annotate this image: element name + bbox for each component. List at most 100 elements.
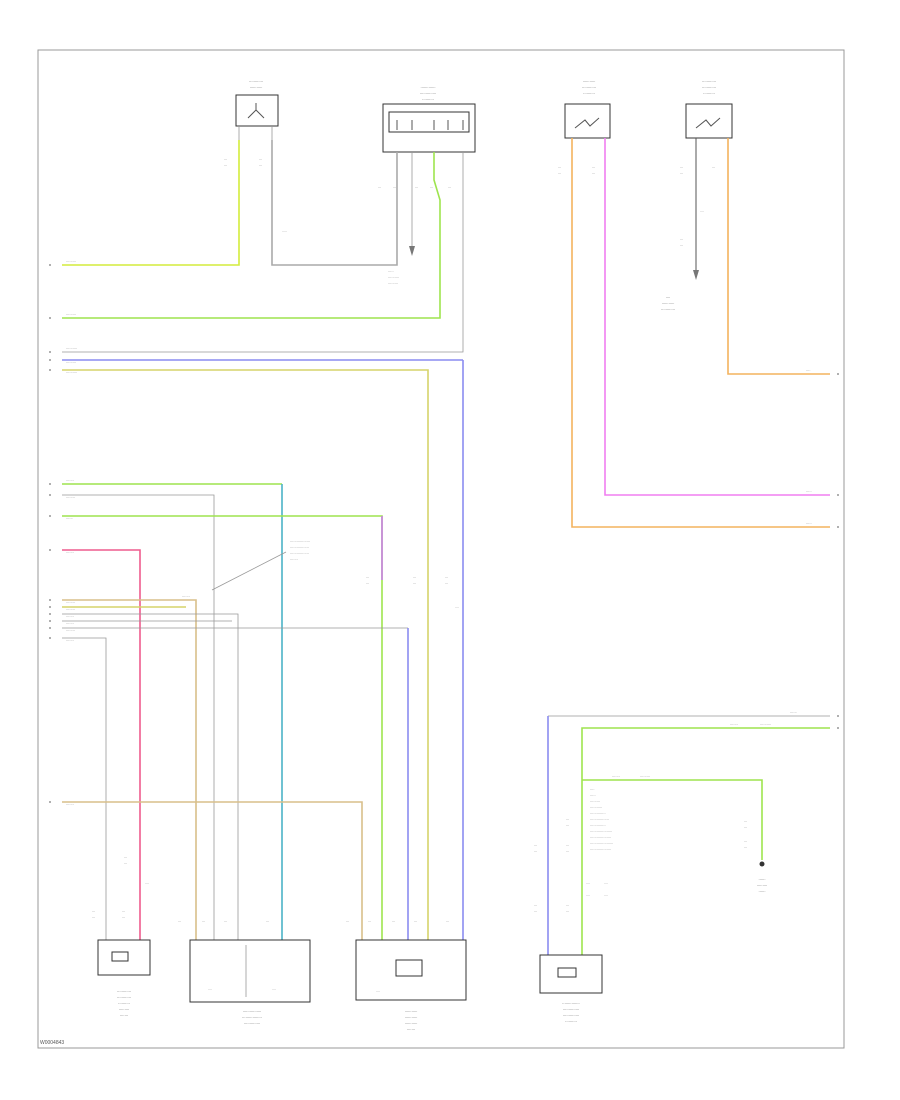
svg-text:...: ... xyxy=(566,822,569,827)
svg-text:...: ... xyxy=(430,184,433,189)
svg-text:...: ... xyxy=(712,164,715,169)
svg-text:...: ... xyxy=(534,842,537,847)
svg-text:...: ... xyxy=(534,848,537,853)
bottom-module-1: ... ... ... ... ............ ...........… xyxy=(92,908,151,1017)
svg-text:...: ... xyxy=(414,918,417,923)
svg-text:........: ........ xyxy=(66,494,75,499)
svg-text:.......: ....... xyxy=(66,613,74,618)
svg-text:...........: ........... xyxy=(405,1020,418,1025)
svg-text:...: ... xyxy=(445,574,448,579)
svg-text:...: ... xyxy=(346,918,349,923)
svg-text:.................: ................. xyxy=(290,544,309,549)
svg-text:...........: ........... xyxy=(250,84,263,89)
svg-text:...: ... xyxy=(392,918,395,923)
svg-text:...........: ........... xyxy=(583,78,596,83)
svg-text:................: ................ xyxy=(243,1008,262,1013)
svg-text:...: ... xyxy=(124,860,127,865)
top-connector: ............. .............. .......... xyxy=(382,84,476,153)
connector-icon xyxy=(388,111,470,133)
svg-text:.........: ......... xyxy=(66,258,76,263)
svg-text:.....: ..... xyxy=(806,488,812,493)
diagram-frame xyxy=(37,49,845,1049)
right-pin-markers xyxy=(837,373,839,729)
svg-text:....: .... xyxy=(272,987,276,991)
svg-text:.......: ....... xyxy=(66,801,74,806)
svg-text:...: ... xyxy=(202,918,205,923)
svg-text:.....: ..... xyxy=(282,229,287,233)
svg-text:..........: .......... xyxy=(66,369,77,374)
svg-text:...: ... xyxy=(744,844,747,849)
svg-text:...: ... xyxy=(566,848,569,853)
svg-text:.........: ......... xyxy=(66,311,76,316)
svg-text:....: .... xyxy=(586,881,590,885)
svg-text:...: ... xyxy=(224,156,227,161)
svg-text:...........: ........... xyxy=(405,1008,418,1013)
left-pin-markers xyxy=(49,264,51,803)
svg-text:.......: ....... xyxy=(612,773,620,778)
svg-text:..............: .............. xyxy=(590,822,606,827)
footer-code: W0004843 xyxy=(40,1040,64,1046)
svg-text:...: ... xyxy=(122,914,125,919)
svg-text:....: .... xyxy=(700,209,704,213)
svg-text:......: ...... xyxy=(790,709,797,714)
svg-text:.........: ......... xyxy=(757,882,767,887)
svg-text:.........: ......... xyxy=(66,359,76,364)
svg-text:...........: ........... xyxy=(662,300,675,305)
svg-text:.........: ......... xyxy=(640,773,650,778)
svg-text:...: ... xyxy=(680,236,683,241)
svg-text:...: ... xyxy=(445,580,448,585)
svg-text:..........: .......... xyxy=(118,1000,130,1005)
svg-text:..........: .......... xyxy=(760,721,771,726)
svg-text:...: ... xyxy=(744,838,747,843)
svg-text:...: ... xyxy=(124,854,127,859)
svg-text:...........: ........... xyxy=(590,804,602,809)
svg-text:...: ... xyxy=(366,580,369,585)
svg-text:....: .... xyxy=(590,786,594,791)
svg-text:...: ... xyxy=(680,242,683,247)
svg-text:...: ... xyxy=(393,184,396,189)
svg-text:............: ............ xyxy=(661,306,675,311)
svg-text:..............: .............. xyxy=(420,90,436,95)
top-switch-1: ............ ........... xyxy=(235,78,279,140)
svg-text:............: ............ xyxy=(117,988,131,993)
module-icon xyxy=(97,939,151,976)
svg-text:...: ... xyxy=(592,164,595,169)
svg-text:............: ............ xyxy=(702,84,716,89)
svg-text:...: ... xyxy=(368,918,371,923)
svg-text:..........: .......... xyxy=(388,274,399,279)
svg-text:...: ... xyxy=(413,574,416,579)
svg-text:...: ... xyxy=(366,574,369,579)
svg-text:...: ... xyxy=(558,170,561,175)
svg-text:...: ... xyxy=(534,908,537,913)
svg-text:..........: .......... xyxy=(422,96,434,101)
svg-text:...: ... xyxy=(566,902,569,907)
svg-text:.....: ..... xyxy=(388,268,394,273)
svg-text:.......: ....... xyxy=(182,593,190,598)
svg-text:............: ............ xyxy=(249,78,263,83)
svg-text:..........: .......... xyxy=(565,1018,577,1023)
svg-text:...........: ........... xyxy=(405,1014,418,1019)
svg-text:.................: ................. xyxy=(290,550,309,555)
svg-text:.....: ..... xyxy=(590,792,596,797)
svg-text:.........: ......... xyxy=(388,280,398,285)
svg-text:......: ...... xyxy=(66,515,73,520)
svg-text:........: ........ xyxy=(66,627,75,632)
bottom-module-3: ... ... ... ... ... .... ........... ...… xyxy=(346,918,467,1031)
svg-text:.........: ......... xyxy=(590,798,600,803)
svg-text:....: .... xyxy=(806,367,810,372)
svg-text:...: ... xyxy=(92,908,95,913)
right-annotation: .... ..... ......... ........... .......… xyxy=(590,786,613,851)
svg-text:...: ... xyxy=(92,914,95,919)
svg-text:...: ... xyxy=(534,902,537,907)
svg-text:..............: .............. xyxy=(563,1006,579,1011)
svg-text:....: .... xyxy=(455,605,459,609)
svg-text:.......: ....... xyxy=(66,477,74,482)
svg-text:....: .... xyxy=(604,893,608,897)
svg-text:..............: .............. xyxy=(244,1020,260,1025)
svg-text:...: ... xyxy=(122,908,125,913)
svg-text:....: .... xyxy=(604,881,608,885)
svg-text:..............: .............. xyxy=(590,810,606,815)
svg-text:...: ... xyxy=(224,918,227,923)
svg-text:.......: ....... xyxy=(730,721,738,726)
